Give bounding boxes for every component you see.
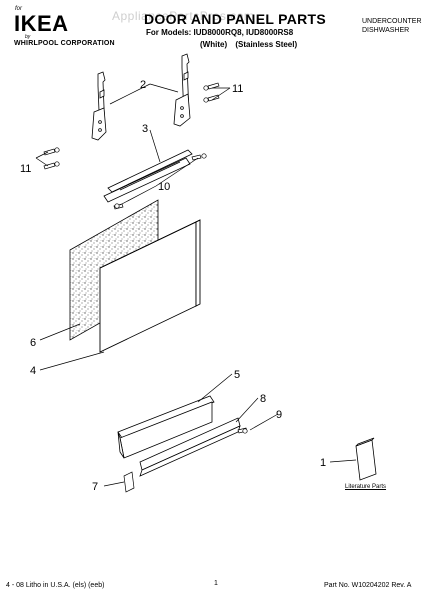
screw-9 — [237, 427, 248, 434]
kickplate-bracket — [117, 395, 215, 459]
page-title: DOOR AND PANEL PARTS — [144, 11, 327, 27]
vent-rail — [103, 149, 193, 203]
product-category: UNDERCOUNTER DISHWASHER — [362, 17, 432, 35]
callout-numbers: 2 11 11 3 10 6 4 5 8 9 7 1 — [20, 79, 326, 493]
callout-9: 9 — [276, 409, 282, 421]
clip-7 — [123, 471, 135, 493]
callout-6: 6 — [30, 337, 36, 349]
model-numbers: For Models: IUD8000RQ8, IUD8000RS8 — [146, 28, 294, 37]
callout-8: 8 — [260, 393, 266, 405]
category-line-2: DISHWASHER — [362, 27, 410, 34]
hinge-bracket-right — [173, 53, 191, 127]
variant-white: (White) — [200, 40, 228, 49]
footer-page-number: 1 — [214, 580, 218, 587]
watermark: AppliancePartsPros.com — [112, 9, 255, 23]
category-line-1: UNDERCOUNTER — [362, 18, 422, 25]
callout-11-right: 11 — [232, 83, 243, 95]
callout-7: 7 — [92, 481, 98, 493]
footer-litho: 4 - 08 Litho in U.S.A. (els) (eeb) — [6, 582, 105, 589]
callout-11-left: 11 — [20, 163, 31, 175]
whirlpool-corporation-logo: WHIRLPOOL CORPORATION — [14, 40, 115, 47]
logo-by-text: by — [25, 34, 31, 40]
literature-parts-label: Literature Parts — [345, 484, 387, 490]
callout-3: 3 — [142, 123, 148, 135]
literature-booklet — [355, 437, 377, 481]
hinge-bracket-left — [91, 71, 107, 141]
screw-10-right — [191, 153, 207, 161]
callout-5: 5 — [234, 369, 240, 381]
callout-1: 1 — [320, 457, 326, 469]
variant-stainless: (Stainless Steel) — [235, 40, 298, 49]
logo-for-text: for — [15, 6, 23, 12]
footer-part-number: Part No. W10204202 Rev. A — [324, 582, 412, 589]
door-panel — [99, 219, 201, 353]
callout-2: 2 — [140, 79, 146, 91]
kickplate — [139, 417, 241, 477]
ikea-logo: IKEA — [14, 11, 69, 36]
screws-left — [43, 147, 60, 170]
callout-10: 10 — [158, 181, 170, 193]
screw-10-left — [113, 203, 124, 210]
callout-leaders — [35, 83, 357, 487]
screws-right — [203, 82, 220, 103]
model-variants: (White) (Stainless Steel) — [200, 40, 303, 49]
callout-4: 4 — [30, 365, 36, 377]
